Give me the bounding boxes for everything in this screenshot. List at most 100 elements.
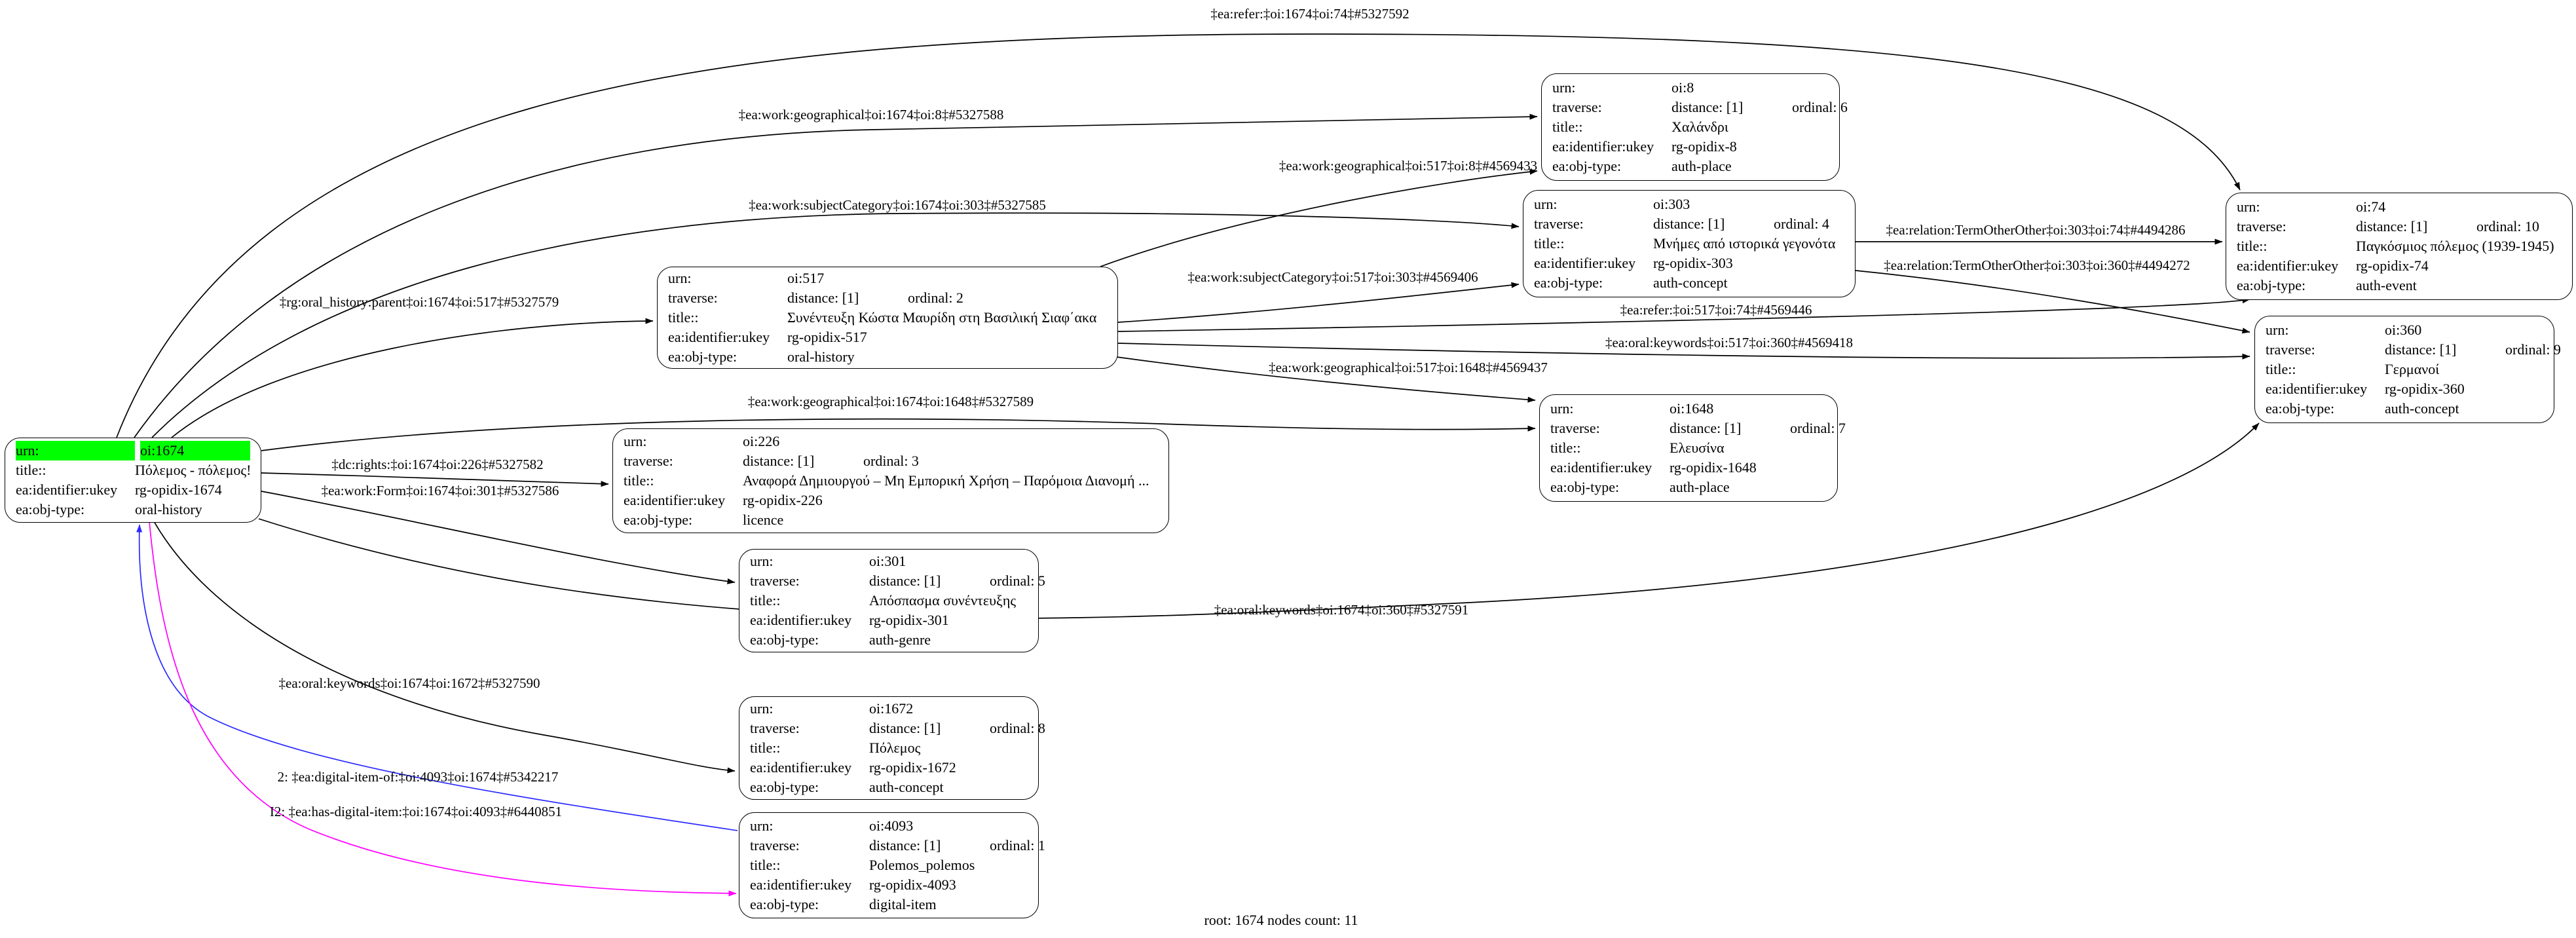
field-value: distance: [1]ordinal: 6 bbox=[1671, 98, 1848, 117]
field-value: Γερμανοί bbox=[2385, 361, 2440, 377]
field-key: ea:obj-type: bbox=[750, 631, 819, 648]
field-value: Polemos_polemos bbox=[869, 857, 975, 873]
field-value: Μνήμες από ιστορικά γεγονότα bbox=[1653, 235, 1836, 252]
node-field-traverse: traverse:distance: [1]ordinal: 3 bbox=[624, 451, 1158, 471]
node-field-urn: urn:oi:1672 bbox=[750, 699, 1028, 719]
field-key: ea:obj-type: bbox=[2237, 277, 2306, 293]
field-key: traverse: bbox=[1534, 216, 1584, 232]
field-key: ea:obj-type: bbox=[1534, 274, 1603, 291]
node-field-urn: urn:oi:1674 bbox=[16, 441, 250, 460]
field-key: title:: bbox=[668, 309, 699, 326]
edge-geographical-1674-8 bbox=[134, 113, 1538, 438]
node-field-urn: urn:oi:303 bbox=[1534, 195, 1844, 214]
edge-label-work-form-1674-301: ‡ea:work:Form‡oi:1674‡oi:301‡#5327586 bbox=[321, 483, 559, 498]
node-oi-301: urn:oi:301 traverse:distance: [1]ordinal… bbox=[739, 549, 1045, 652]
field-value: distance: [1] ordinal: 4 bbox=[1653, 214, 1829, 234]
edge-label-refer-1674-74: ‡ea:refer:‡oi:1674‡oi:74‡#5327592 bbox=[1210, 6, 1409, 22]
field-value: rg-opidix-360 bbox=[2385, 381, 2465, 397]
field-value: oi:303 bbox=[1653, 196, 1690, 212]
field-key: ea:identifier:ukey bbox=[750, 759, 852, 776]
traverse-distance: distance: [1] bbox=[787, 290, 859, 306]
field-key: ea:obj-type: bbox=[16, 501, 85, 517]
edge-label-keywords-517-360: ‡ea:oral:keywords‡oi:517‡oi:360‡#4569418 bbox=[1605, 335, 1853, 350]
node-field-title: title::Μνήμες από ιστορικά γεγονότα bbox=[1534, 234, 1844, 253]
field-value: Παγκόσμιος πόλεμος (1939-1945) bbox=[2356, 238, 2554, 254]
node-field-objtype: ea:obj-type:auth-place bbox=[1552, 157, 1829, 176]
field-value: Πόλεμος - πόλεμος! bbox=[135, 462, 252, 478]
traverse-ordinal: ordinal: 5 bbox=[990, 572, 1045, 589]
node-field-urn: urn: oi:226 bbox=[624, 432, 1158, 451]
traverse-ordinal: ordinal: 8 bbox=[990, 720, 1045, 736]
edge-label-keywords-1674-1672: ‡ea:oral:keywords‡oi:1674‡oi:1672‡#53275… bbox=[278, 675, 540, 691]
edge-geographical-517-8 bbox=[1100, 168, 1538, 267]
node-field-traverse: traverse:distance: [1]ordinal: 1 bbox=[750, 836, 1045, 855]
field-key: ea:identifier:ukey bbox=[750, 612, 852, 628]
field-value: distance: [1]ordinal: 10 bbox=[2356, 217, 2539, 236]
node-field-traverse: traverse:distance: [1]ordinal: 8 bbox=[750, 719, 1045, 738]
field-key: title:: bbox=[1552, 119, 1583, 135]
field-key: urn: bbox=[750, 553, 774, 569]
field-value: auth-place bbox=[1671, 158, 1732, 174]
edge-label-relation-303-74: ‡ea:relation:TermOtherOther‡oi:303‡oi:74… bbox=[1886, 222, 2186, 238]
node-field-urn: urn: oi:517 bbox=[668, 269, 1107, 288]
field-key: title:: bbox=[2266, 361, 2296, 377]
field-key: urn: bbox=[750, 700, 774, 717]
field-value: rg-opidix-4093 bbox=[869, 876, 956, 893]
edge-dc-rights-1674-226 bbox=[261, 472, 609, 487]
edge-label-dc-rights-1674-226: ‡dc:rights:‡oi:1674‡oi:226‡#5327582 bbox=[331, 457, 544, 472]
field-value: auth-concept bbox=[2385, 400, 2459, 417]
traverse-ordinal: ordinal: 4 bbox=[1774, 216, 1829, 232]
traverse-distance: distance: [1] bbox=[1670, 420, 1742, 436]
edge-relation-303-360 bbox=[1855, 270, 2250, 334]
field-value: oi:517 bbox=[787, 270, 825, 286]
field-value: oi:226 bbox=[743, 433, 780, 449]
node-field-ukey: ea:identifier:ukey rg-opidix-1674 bbox=[16, 480, 250, 500]
field-key: ea:identifier:ukey bbox=[2266, 381, 2368, 397]
field-key: traverse: bbox=[1550, 420, 1600, 436]
field-key: traverse: bbox=[750, 572, 800, 589]
field-value: rg-opidix-1674 bbox=[135, 481, 222, 498]
field-key: urn: bbox=[1552, 79, 1576, 96]
field-key: ea:identifier:ukey bbox=[16, 481, 118, 498]
edge-label-keywords-1674-360: ‡ea:oral:keywords‡oi:1674‡oi:360‡#532759… bbox=[1214, 602, 1469, 618]
traverse-ordinal: ordinal: 2 bbox=[908, 290, 963, 306]
edge-label-parent-1674-517: ‡rg:oral_history:parent‡oi:1674‡oi:517‡#… bbox=[279, 294, 559, 310]
field-key: ea:obj-type: bbox=[750, 896, 819, 912]
node-oi-1648: urn:oi:1648 traverse:distance: [1]ordina… bbox=[1539, 394, 1846, 502]
traverse-distance: distance: [1] bbox=[743, 453, 815, 469]
field-key: ea:identifier:ukey bbox=[1552, 138, 1654, 155]
field-key: urn: bbox=[624, 433, 647, 449]
node-field-title: title::Πόλεμος - πόλεμος! bbox=[16, 460, 252, 480]
node-field-traverse: traverse:distance: [1]ordinal: 7 bbox=[1550, 419, 1846, 438]
node-field-objtype: ea:obj-type:auth-concept bbox=[1534, 273, 1844, 293]
field-key: urn: bbox=[668, 270, 692, 286]
field-value: Ελευσίνα bbox=[1670, 440, 1725, 456]
field-value: distance: [1]ordinal: 1 bbox=[869, 836, 1045, 855]
traverse-distance: distance: [1] bbox=[1653, 216, 1725, 232]
field-value: distance: [1]ordinal: 3 bbox=[743, 451, 919, 471]
field-value: Πόλεμος bbox=[869, 740, 921, 756]
field-key: title:: bbox=[750, 740, 781, 756]
node-oi-360: urn:oi:360 traverse:distance: [1]ordinal… bbox=[2254, 316, 2561, 423]
field-value: licence bbox=[743, 512, 784, 528]
edge-label-geographical-1674-8: ‡ea:work:geographical‡oi:1674‡oi:8‡#5327… bbox=[738, 107, 1004, 122]
node-oi-74: urn:oi:74 traverse:distance: [1]ordinal:… bbox=[2226, 193, 2573, 300]
field-value: oi:74 bbox=[2356, 198, 2386, 215]
node-oi-4093: urn:oi:4093 traverse:distance: [1]ordina… bbox=[739, 812, 1045, 918]
field-key: traverse: bbox=[668, 290, 718, 306]
field-value: distance: [1]ordinal: 5 bbox=[869, 571, 1045, 591]
field-value: auth-place bbox=[1670, 479, 1730, 495]
node-field-traverse: traverse:distance: [1]ordinal: 9 bbox=[2266, 340, 2561, 360]
edge-refer-517-74 bbox=[1117, 297, 2250, 332]
graph-root-caption: root: 1674 nodes count: 11 bbox=[1204, 912, 1358, 928]
traverse-distance: distance: [1] bbox=[2356, 218, 2428, 235]
field-value: Χαλάνδρι bbox=[1671, 119, 1728, 135]
field-key: ea:identifier:ukey bbox=[750, 876, 852, 893]
node-field-title: title::Συνέντευξη Κώστα Μαυρίδη στη Βασι… bbox=[668, 308, 1107, 328]
edge-label-geographical-517-8: ‡ea:work:geographical‡oi:517‡oi:8‡#45694… bbox=[1279, 158, 1538, 174]
field-key: ea:identifier:ukey bbox=[2237, 257, 2339, 274]
